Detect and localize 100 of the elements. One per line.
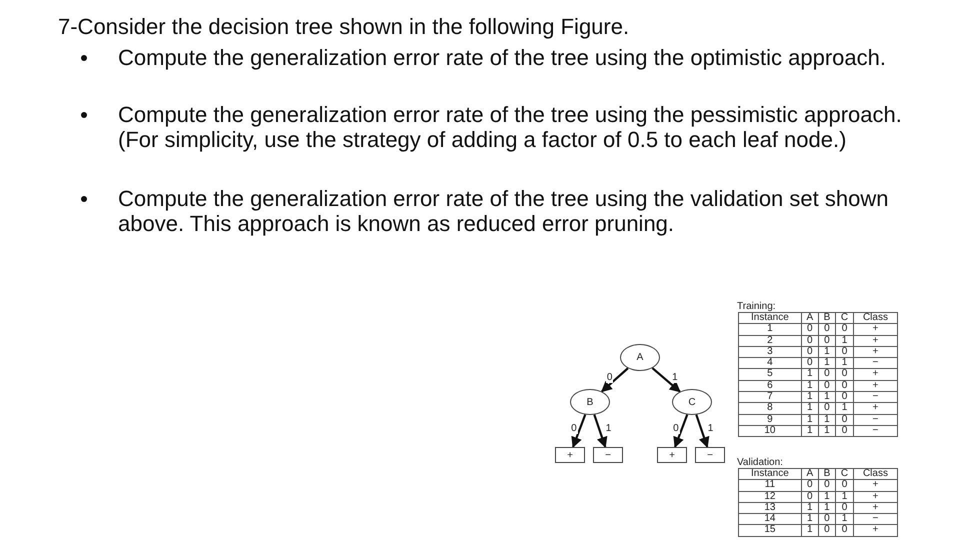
table-cell: + bbox=[853, 480, 898, 492]
table-cell: 0 bbox=[801, 324, 818, 336]
table-cell: 0 bbox=[836, 502, 854, 514]
table-cell: 0 bbox=[836, 524, 854, 536]
table-cell: − bbox=[853, 425, 898, 437]
table-cell: 1 bbox=[801, 514, 818, 525]
table-cell: 0 bbox=[818, 380, 836, 392]
table-cell: 0 bbox=[801, 491, 818, 502]
table-header: Class bbox=[853, 312, 898, 324]
table-cell: + bbox=[853, 368, 898, 380]
table-header: A bbox=[801, 312, 818, 324]
table-header: B bbox=[818, 312, 836, 324]
tree-node-ellipse: B bbox=[570, 389, 610, 415]
question-title: 7-Consider the decision tree shown in the following Figure. bbox=[58, 14, 630, 40]
table-cell: 1 bbox=[801, 380, 818, 392]
table-cell: 0 bbox=[818, 480, 836, 492]
table-cell: 5 bbox=[738, 368, 802, 380]
table-cell: 13 bbox=[738, 502, 802, 514]
edge-label: 1 bbox=[604, 422, 612, 434]
table-cell: 1 bbox=[818, 502, 836, 514]
table-cell: + bbox=[853, 502, 898, 514]
table-cell: 0 bbox=[818, 402, 836, 414]
table-cell: 0 bbox=[801, 358, 818, 369]
table-cell: 6 bbox=[738, 380, 802, 392]
table-cell: 15 bbox=[738, 524, 802, 536]
table-cell: 1 bbox=[801, 368, 818, 380]
arrow bbox=[695, 414, 710, 448]
table-cell: 0 bbox=[818, 324, 836, 336]
table-cell: 1 bbox=[801, 402, 818, 414]
table-header: C bbox=[836, 312, 854, 324]
table-cell: 12 bbox=[738, 491, 802, 502]
bullet-text: Compute the generalization error rate of the tree using the optimistic approach. bbox=[118, 45, 887, 70]
table-cell: 1 bbox=[818, 414, 836, 426]
leaf-box: − bbox=[593, 447, 623, 463]
table-cell: 0 bbox=[836, 425, 854, 437]
table-cell: 11 bbox=[738, 480, 802, 492]
table-cell: 0 bbox=[818, 335, 836, 346]
edge-label: 1 bbox=[706, 422, 714, 434]
arrow bbox=[600, 367, 629, 392]
table-cell: + bbox=[853, 380, 898, 392]
table-cell: − bbox=[853, 392, 898, 403]
table-cell: 0 bbox=[836, 346, 854, 358]
table-cell: 0 bbox=[836, 480, 854, 492]
table-cell: 1 bbox=[836, 335, 854, 346]
table-cell: 1 bbox=[801, 425, 818, 437]
table-cell: 9 bbox=[738, 414, 802, 426]
table-cell: − bbox=[853, 514, 898, 525]
edge-label: 0 bbox=[606, 372, 614, 383]
table-header: Instance bbox=[738, 312, 802, 324]
table-cell: 0 bbox=[818, 368, 836, 380]
table-header: A bbox=[801, 468, 818, 480]
table-cell: 8 bbox=[738, 402, 802, 414]
table-cell: 0 bbox=[836, 380, 854, 392]
arrow bbox=[571, 414, 586, 448]
table-cell: 1 bbox=[818, 392, 836, 403]
table-cell: 0 bbox=[801, 335, 818, 346]
table-cell: 1 bbox=[818, 346, 836, 358]
table-cell: 0 bbox=[836, 392, 854, 403]
table-cell: 0 bbox=[801, 346, 818, 358]
edge-label: 1 bbox=[671, 372, 679, 383]
leaf-box: + bbox=[657, 447, 687, 463]
table-cell: + bbox=[853, 402, 898, 414]
table-cell: 10 bbox=[738, 425, 802, 437]
table-cell: 0 bbox=[818, 514, 836, 525]
table-cell: + bbox=[853, 335, 898, 346]
table-cell: 1 bbox=[818, 358, 836, 369]
table-cell: 4 bbox=[738, 358, 802, 369]
table-cell: 0 bbox=[836, 368, 854, 380]
bullet-text: Compute the generalization error rate of the tree using the validation set shown above. This approach is known as reduced error pruning. bbox=[118, 186, 890, 236]
table-cell: − bbox=[853, 414, 898, 426]
table-cell: + bbox=[853, 524, 898, 536]
table-cell: 0 bbox=[801, 480, 818, 492]
bullet-text: Compute the generalization error rate of the tree using the pessimistic approach. (For simplicity, use the strategy of adding a factor of 0.5 to each leaf node.) bbox=[118, 102, 903, 152]
table-cell: 1 bbox=[801, 524, 818, 536]
table-cell: + bbox=[853, 346, 898, 358]
table-cell: 14 bbox=[738, 514, 802, 525]
table-cell: 1 bbox=[836, 358, 854, 369]
table-caption: Training: bbox=[737, 301, 776, 312]
table-header: Instance bbox=[738, 468, 802, 480]
table-cell: 2 bbox=[738, 335, 802, 346]
leaf-box: − bbox=[695, 447, 725, 463]
table-cell: 0 bbox=[836, 414, 854, 426]
table-cell: 7 bbox=[738, 392, 802, 403]
table-cell: 1 bbox=[801, 414, 818, 426]
table-cell: 1 bbox=[836, 514, 854, 525]
table-cell: 0 bbox=[818, 524, 836, 536]
table-cell: 1 bbox=[836, 491, 854, 502]
table-cell: 3 bbox=[738, 346, 802, 358]
arrow bbox=[593, 414, 608, 448]
table-cell: + bbox=[853, 324, 898, 336]
table-cell: 1 bbox=[818, 425, 836, 437]
table-header: C bbox=[836, 468, 854, 480]
arrow bbox=[652, 367, 681, 392]
table-cell: 1 bbox=[801, 502, 818, 514]
table-caption: Validation: bbox=[737, 457, 783, 468]
table-cell: 1 bbox=[801, 392, 818, 403]
tree-node-ellipse: A bbox=[620, 344, 660, 371]
table-header: B bbox=[818, 468, 836, 480]
arrow bbox=[673, 414, 688, 448]
tree-node-ellipse: C bbox=[672, 389, 712, 415]
